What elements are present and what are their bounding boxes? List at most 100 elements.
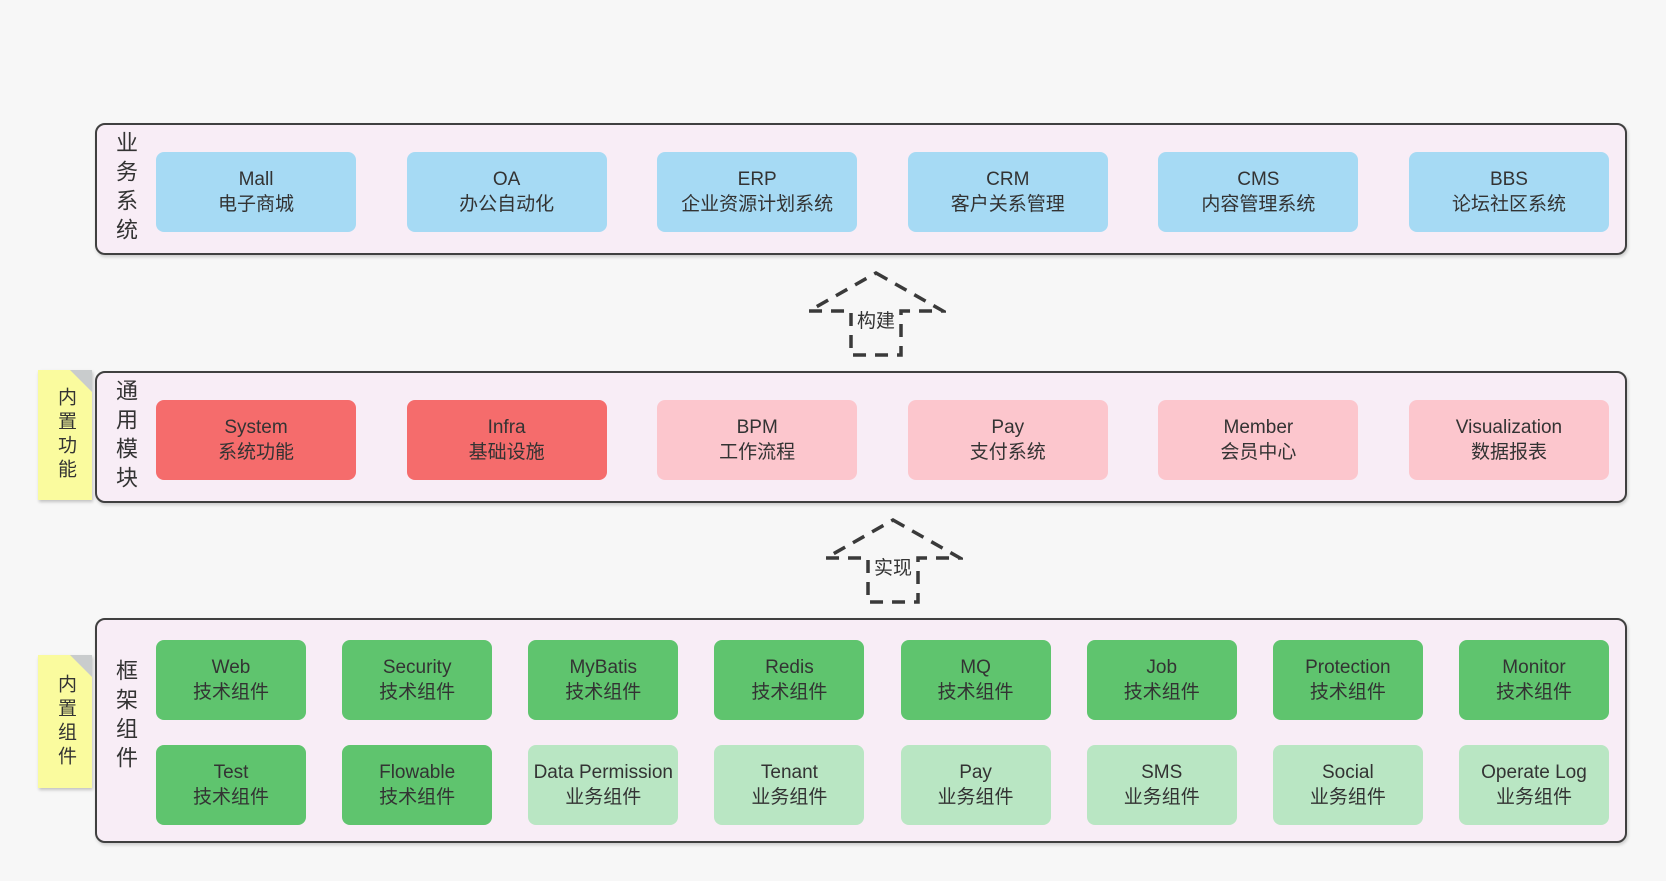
business-box-row: Mall 电子商城 OA 办公自动化 ERP 企业资源计划系统 CRM 客户关系… xyxy=(156,152,1609,232)
arrow-label-implement: 实现 xyxy=(870,553,916,580)
box-title-zh: 业务组件 xyxy=(751,787,828,808)
box-title-zh: 业务组件 xyxy=(565,787,642,808)
box-title-zh: 技术组件 xyxy=(937,682,1014,703)
box-mybatis: MyBatis 技术组件 xyxy=(528,640,679,720)
box-pay-module: Pay 支付系统 xyxy=(907,400,1108,480)
panel-common-modules: 通用模块 System 系统功能 Infra 基础设施 BPM 工作流程 Pay… xyxy=(95,371,1627,503)
box-title-zh: 系统功能 xyxy=(217,442,294,463)
panel-framework-components: 框架组件 Web 技术组件 Security 技术组件 MyBatis 技术组件… xyxy=(95,618,1627,843)
sticky-note-built-in-functions: 内置功能 xyxy=(38,370,92,500)
box-title-zh: 办公自动化 xyxy=(459,194,555,215)
box-title-zh: 业务组件 xyxy=(937,787,1014,808)
components-box-row-1: Web 技术组件 Security 技术组件 MyBatis 技术组件 Redi… xyxy=(156,640,1609,720)
box-title-en: BPM xyxy=(736,417,778,438)
box-title-zh: 业务组件 xyxy=(1309,787,1386,808)
box-title-zh: 技术组件 xyxy=(192,682,269,703)
box-title-en: Web xyxy=(211,657,251,678)
box-title-zh: 工作流程 xyxy=(719,442,796,463)
box-visualization: Visualization 数据报表 xyxy=(1408,400,1609,480)
box-title-zh: 技术组件 xyxy=(192,787,269,808)
panel-label-business: 业务系统 xyxy=(113,131,138,247)
sticky-label: 内置功能 xyxy=(55,387,76,483)
box-title-zh: 基础设施 xyxy=(468,442,545,463)
box-mall: Mall 电子商城 xyxy=(156,152,356,232)
panel-business-systems: 业务系统 Mall 电子商城 OA 办公自动化 ERP 企业资源计划系统 CRM… xyxy=(95,123,1627,255)
box-title-zh: 电子商城 xyxy=(217,194,294,215)
panel-label-modules: 通用模块 xyxy=(113,379,138,495)
box-title-zh: 技术组件 xyxy=(1123,682,1200,703)
sticky-label: 内置组件 xyxy=(55,673,76,770)
build-arrow: 构建 xyxy=(806,270,946,358)
box-title-en: Test xyxy=(213,762,249,783)
box-title-zh: 技术组件 xyxy=(751,682,828,703)
box-title-zh: 内容管理系统 xyxy=(1201,194,1316,215)
box-sms: SMS 业务组件 xyxy=(1086,745,1237,825)
box-title-en: SMS xyxy=(1141,762,1183,783)
box-title-en: MyBatis xyxy=(569,657,638,678)
box-bbs: BBS 论坛社区系统 xyxy=(1408,152,1609,232)
box-title-en: Social xyxy=(1321,762,1374,783)
box-title-en: Pay xyxy=(959,762,992,783)
box-title-en: Protection xyxy=(1305,657,1391,678)
box-title-zh: 论坛社区系统 xyxy=(1451,194,1566,215)
box-bpm: BPM 工作流程 xyxy=(657,400,858,480)
box-title-en: Data Permission xyxy=(533,762,673,783)
box-title-zh: 技术组件 xyxy=(565,682,642,703)
box-member: Member 会员中心 xyxy=(1158,400,1359,480)
box-monitor: Monitor 技术组件 xyxy=(1458,640,1609,720)
box-title-zh: 企业资源计划系统 xyxy=(681,194,834,215)
box-security: Security 技术组件 xyxy=(342,640,493,720)
box-erp: ERP 企业资源计划系统 xyxy=(657,152,858,232)
box-title-zh: 技术组件 xyxy=(379,682,456,703)
box-title-en: ERP xyxy=(737,169,777,190)
box-test: Test 技术组件 xyxy=(156,745,306,825)
dashed-up-arrow-shape xyxy=(823,517,963,604)
box-infra: Infra 基础设施 xyxy=(406,400,607,480)
modules-box-row: System 系统功能 Infra 基础设施 BPM 工作流程 Pay 支付系统… xyxy=(156,400,1609,480)
box-title-en: MQ xyxy=(960,657,991,678)
box-title-en: Monitor xyxy=(1502,657,1566,678)
box-title-en: Visualization xyxy=(1455,417,1563,438)
implement-arrow: 实现 xyxy=(823,517,963,605)
box-title-en: Mall xyxy=(238,169,274,190)
box-web: Web 技术组件 xyxy=(156,640,306,720)
box-title-en: OA xyxy=(492,169,521,190)
dashed-up-arrow-shape xyxy=(806,270,946,357)
box-title-en: Security xyxy=(382,657,452,678)
box-title-en: Infra xyxy=(487,417,526,438)
box-tenant: Tenant 业务组件 xyxy=(714,745,865,825)
box-title-en: CMS xyxy=(1237,169,1280,190)
box-cms: CMS 内容管理系统 xyxy=(1158,152,1359,232)
box-title-zh: 技术组件 xyxy=(1309,682,1386,703)
box-title-en: Redis xyxy=(765,657,814,678)
box-title-en: BBS xyxy=(1489,169,1528,190)
box-title-en: CRM xyxy=(986,169,1030,190)
box-oa: OA 办公自动化 xyxy=(406,152,607,232)
box-title-zh: 客户关系管理 xyxy=(950,194,1065,215)
components-box-row-2: Test 技术组件 Flowable 技术组件 Data Permission … xyxy=(156,745,1609,825)
box-social: Social 业务组件 xyxy=(1272,745,1423,825)
arrow-label-build: 构建 xyxy=(853,306,899,333)
box-title-zh: 技术组件 xyxy=(379,787,456,808)
box-title-zh: 数据报表 xyxy=(1470,442,1547,463)
box-title-en: Job xyxy=(1146,657,1178,678)
box-pay-component: Pay 业务组件 xyxy=(900,745,1051,825)
box-mq: MQ 技术组件 xyxy=(900,640,1051,720)
panel-label-components: 框架组件 xyxy=(113,659,138,776)
box-protection: Protection 技术组件 xyxy=(1272,640,1423,720)
box-job: Job 技术组件 xyxy=(1086,640,1237,720)
box-crm: CRM 客户关系管理 xyxy=(907,152,1108,232)
box-title-zh: 业务组件 xyxy=(1495,787,1572,808)
box-title-zh: 业务组件 xyxy=(1123,787,1200,808)
box-title-en: Member xyxy=(1223,417,1294,438)
box-title-zh: 会员中心 xyxy=(1220,442,1297,463)
box-title-en: Tenant xyxy=(760,762,818,783)
box-system: System 系统功能 xyxy=(156,400,356,480)
box-redis: Redis 技术组件 xyxy=(714,640,865,720)
sticky-note-built-in-components: 内置组件 xyxy=(38,655,92,788)
box-data-permission: Data Permission 业务组件 xyxy=(528,745,679,825)
box-operate-log: Operate Log 业务组件 xyxy=(1458,745,1609,825)
box-title-zh: 支付系统 xyxy=(969,442,1046,463)
box-title-en: Pay xyxy=(991,417,1025,438)
